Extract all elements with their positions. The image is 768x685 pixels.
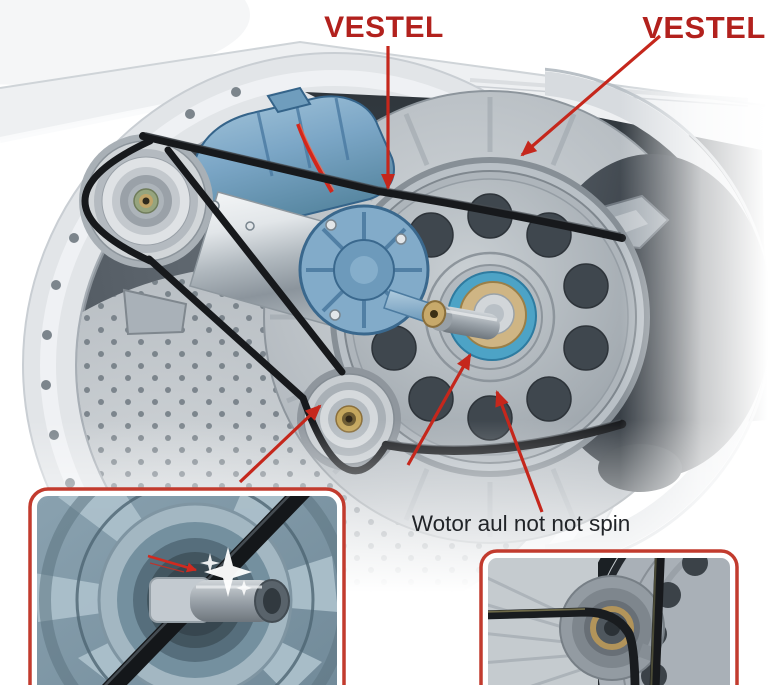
arrow-to-tub [520, 34, 662, 157]
inset-belt-closeup [28, 487, 346, 685]
inset-hub [559, 575, 665, 681]
brand-label-right: VESTEL [642, 10, 766, 45]
motor [189, 86, 447, 336]
inset-right-border [479, 549, 739, 685]
arrow-to-idler-pulley [238, 404, 322, 484]
arrow-to-pulley-face [495, 390, 544, 513]
motor-wire [296, 123, 334, 194]
inset-hub-closeup [479, 549, 739, 685]
arrow-to-shaft [406, 353, 472, 466]
inset-shaft [190, 579, 290, 623]
inset-pointer-arrow [147, 554, 197, 573]
idler-pulley-top [79, 134, 213, 268]
inset-belt-wrap [481, 551, 665, 685]
caption-text: Wotor aul not not spin [412, 511, 630, 536]
brand-label-left: VESTEL [324, 11, 444, 44]
annotation-arrows [238, 34, 662, 513]
friction-sparkle [200, 547, 252, 597]
inset-left-border [28, 487, 346, 685]
drum-paddle [122, 288, 188, 336]
